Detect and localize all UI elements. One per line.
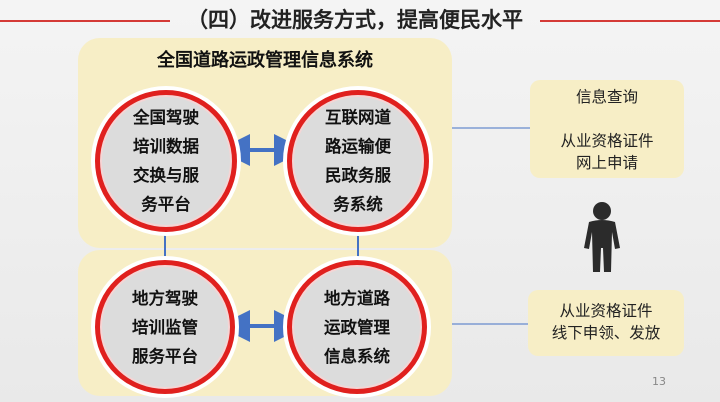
title-rule-right [540, 20, 720, 22]
node-internet-service-system-label: 互联网道 路运输便 民政务服 务系统 [325, 108, 391, 214]
node-internet-service-system: 互联网道 路运输便 民政务服 务系统 [287, 90, 429, 232]
page-number: 13 [652, 375, 666, 388]
online-services-box: 信息查询 从业资格证件 网上申请 [530, 80, 684, 178]
offline-services-box: 从业资格证件 线下申领、发放 [528, 290, 684, 356]
node-local-training-platform-label: 地方驾驶 培训监管 服务平台 [132, 288, 198, 366]
title-rule-left [0, 20, 170, 22]
node-local-training-platform: 地方驾驶 培训监管 服务平台 [95, 260, 235, 394]
title-bar: （四）改进服务方式，提高便民水平 [0, 0, 720, 36]
node-local-management-system: 地方道路 运政管理 信息系统 [287, 260, 427, 394]
node-national-training-platform-label: 全国驾驶 培训数据 交换与服 务平台 [133, 108, 199, 214]
node-local-management-system-label: 地方道路 运政管理 信息系统 [324, 288, 390, 366]
slide-title: （四）改进服务方式，提高便民水平 [187, 8, 523, 32]
node-national-training-platform: 全国驾驶 培训数据 交换与服 务平台 [95, 90, 237, 232]
national-system-title: 全国道路运政管理信息系统 [157, 50, 373, 71]
person-icon [584, 202, 620, 272]
